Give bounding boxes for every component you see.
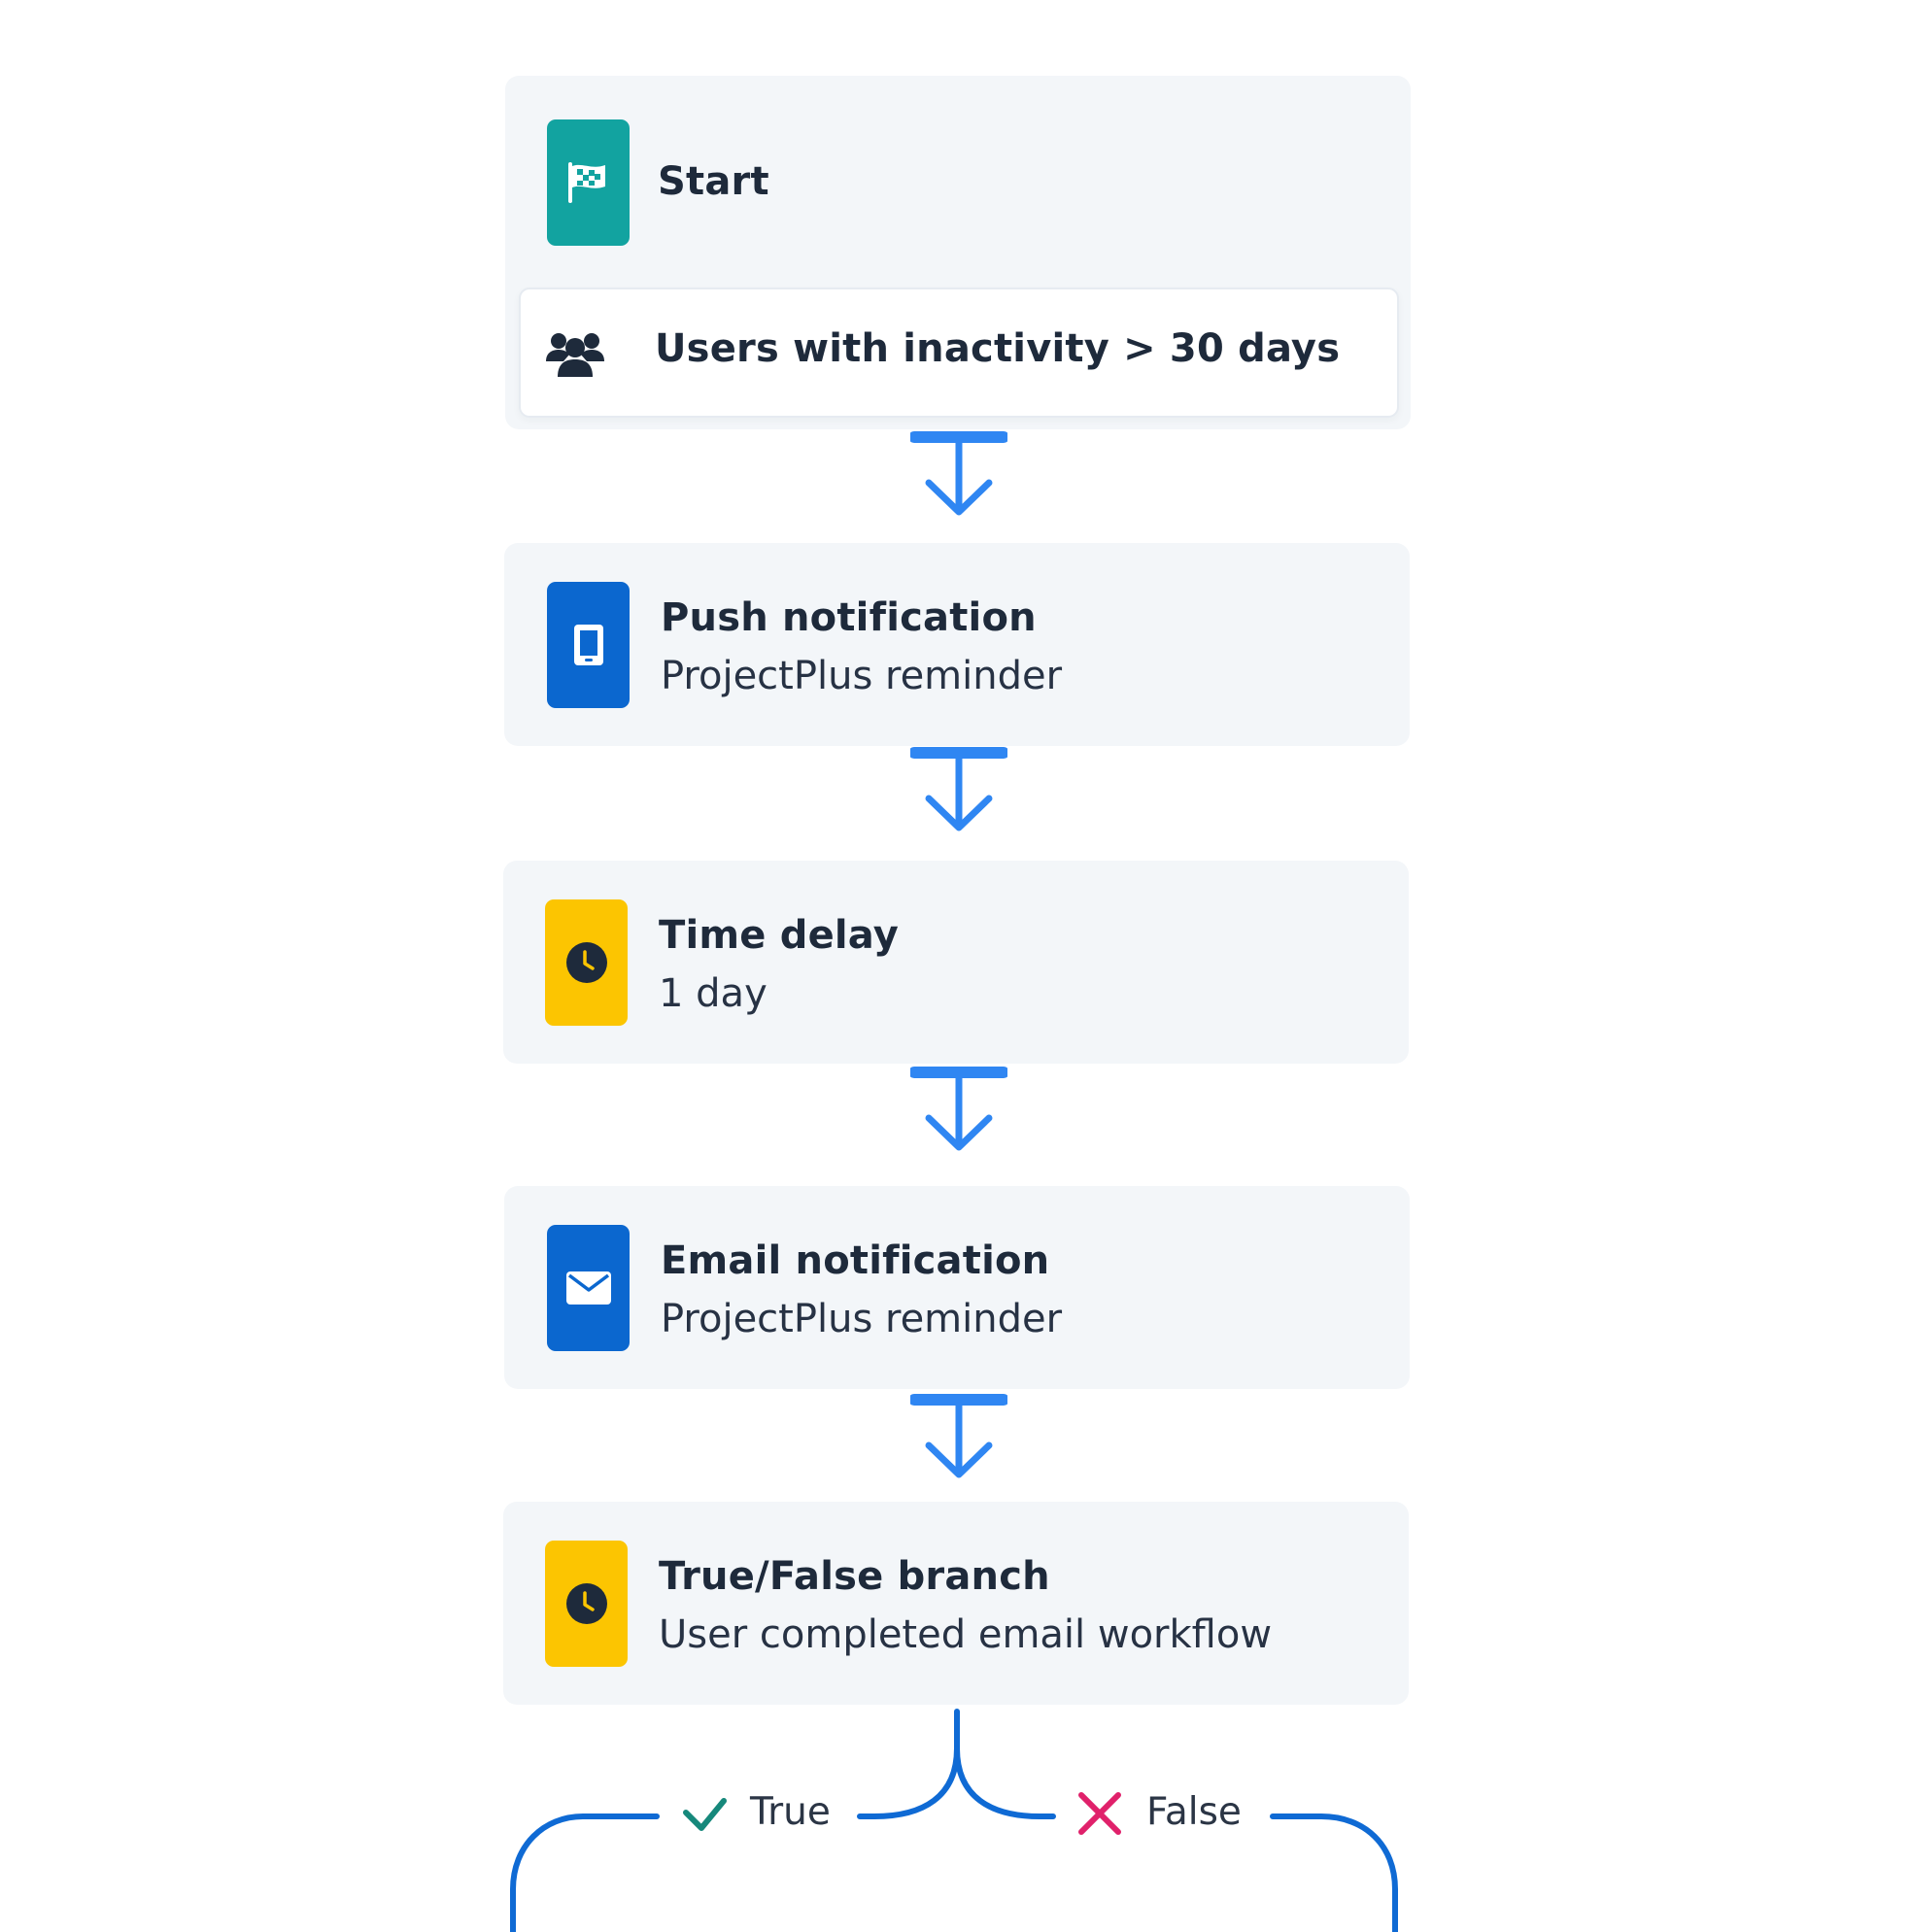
step-title: Email notification: [661, 1238, 1050, 1283]
x-icon: [1078, 1792, 1121, 1835]
step-subtitle: ProjectPlus reminder: [661, 1297, 1063, 1341]
envelope-icon: [565, 1271, 611, 1305]
step-title: Push notification: [661, 595, 1037, 640]
branch-true-label: True: [750, 1790, 831, 1834]
checkered-flag-icon: [567, 162, 605, 203]
segment-row[interactable]: Users with inactivity > 30 days: [519, 288, 1399, 418]
arrow-down-icon: [910, 1394, 1007, 1478]
step-tile: [545, 1541, 628, 1667]
step-card-push[interactable]: Push notification ProjectPlus reminder: [504, 543, 1410, 746]
step-card-branch[interactable]: True/False branch User completed email w…: [503, 1502, 1409, 1705]
segment-label: Users with inactivity > 30 days: [655, 326, 1341, 371]
start-title: Start: [658, 159, 769, 204]
step-tile: [545, 899, 628, 1026]
step-subtitle: ProjectPlus reminder: [661, 654, 1063, 698]
check-icon: [683, 1798, 727, 1831]
step-subtitle: 1 day: [659, 971, 767, 1016]
arrow-down-icon: [910, 1067, 1007, 1151]
step-card-time-delay[interactable]: Time delay 1 day: [503, 861, 1409, 1064]
arrow-down-icon: [910, 747, 1007, 831]
clock-icon: [565, 942, 607, 983]
start-card[interactable]: Start Users with inactivity > 30 days: [505, 76, 1411, 429]
step-card-email[interactable]: Email notification ProjectPlus reminder: [504, 1186, 1410, 1389]
users-group-icon: [546, 333, 604, 377]
step-tile: [547, 1225, 630, 1351]
arrow-down-icon: [910, 431, 1007, 516]
mobile-phone-icon: [573, 625, 603, 665]
step-subtitle: User completed email workflow: [659, 1612, 1273, 1657]
step-tile: [547, 582, 630, 708]
clock-icon: [565, 1583, 607, 1624]
branch-false-label: False: [1146, 1790, 1242, 1834]
start-tile: [547, 119, 630, 246]
step-title: Time delay: [659, 913, 900, 958]
step-title: True/False branch: [659, 1554, 1050, 1599]
